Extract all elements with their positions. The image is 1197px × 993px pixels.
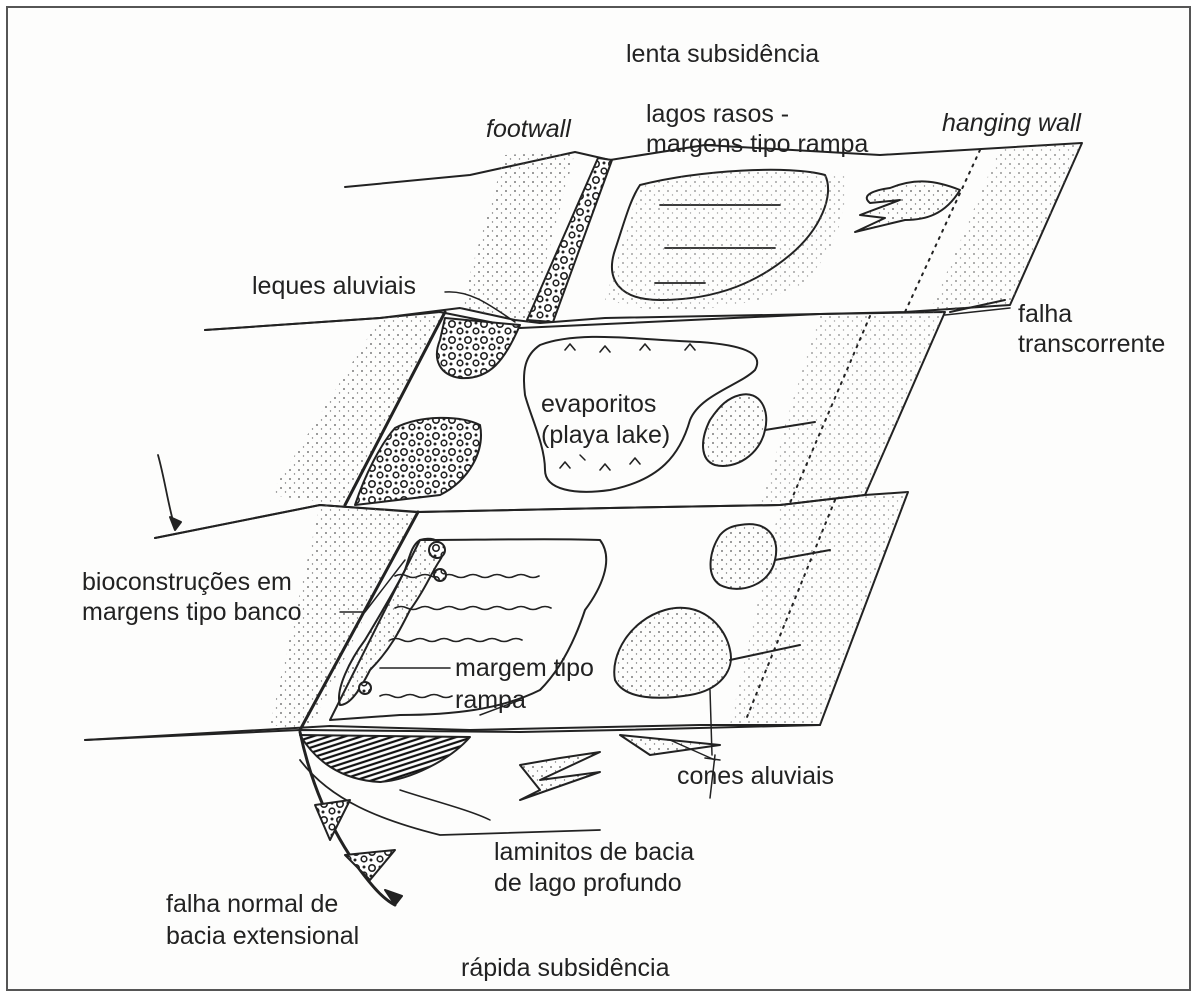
label-cones-aluviais: cones aluviais — [677, 762, 834, 791]
middle-small-fan — [703, 394, 766, 466]
label-evaporitos-line1: evaporitos — [541, 390, 656, 419]
label-footwall: footwall — [486, 115, 571, 144]
label-margem-rampa-line2: rampa — [455, 686, 526, 715]
lower-right-fan-large — [614, 608, 731, 698]
label-falha-transcorrente-line2: transcorrente — [1018, 330, 1165, 359]
label-falha-normal-line1: falha normal de — [166, 890, 338, 919]
label-falha-normal-line2: bacia extensional — [166, 922, 359, 951]
label-bioconstrucoes-line2: margens tipo banco — [82, 598, 302, 627]
label-lenta-subsidencia: lenta subsidência — [626, 40, 819, 69]
laminites-section — [300, 735, 470, 782]
hanging-wall-fan — [855, 181, 960, 232]
label-laminitos-line1: laminitos de bacia — [494, 838, 694, 867]
label-laminitos-line2: de lago profundo — [494, 869, 682, 898]
label-leques-aluviais: leques aluviais — [252, 272, 416, 301]
label-rapida-subsidencia: rápida subsidência — [461, 954, 669, 983]
label-margem-rampa-line1: margem tipo — [455, 654, 594, 683]
label-bioconstrucoes-line1: bioconstruções em — [82, 568, 292, 597]
label-lagos-rasos-line1: lagos rasos - — [646, 100, 789, 129]
label-hanging-wall: hanging wall — [942, 109, 1081, 138]
label-lagos-rasos-line2: margens tipo rampa — [646, 130, 868, 159]
label-falha-transcorrente-line1: falha — [1018, 300, 1072, 329]
leque-aluvial-upper — [437, 318, 520, 378]
label-evaporitos-line2: (playa lake) — [541, 421, 670, 450]
